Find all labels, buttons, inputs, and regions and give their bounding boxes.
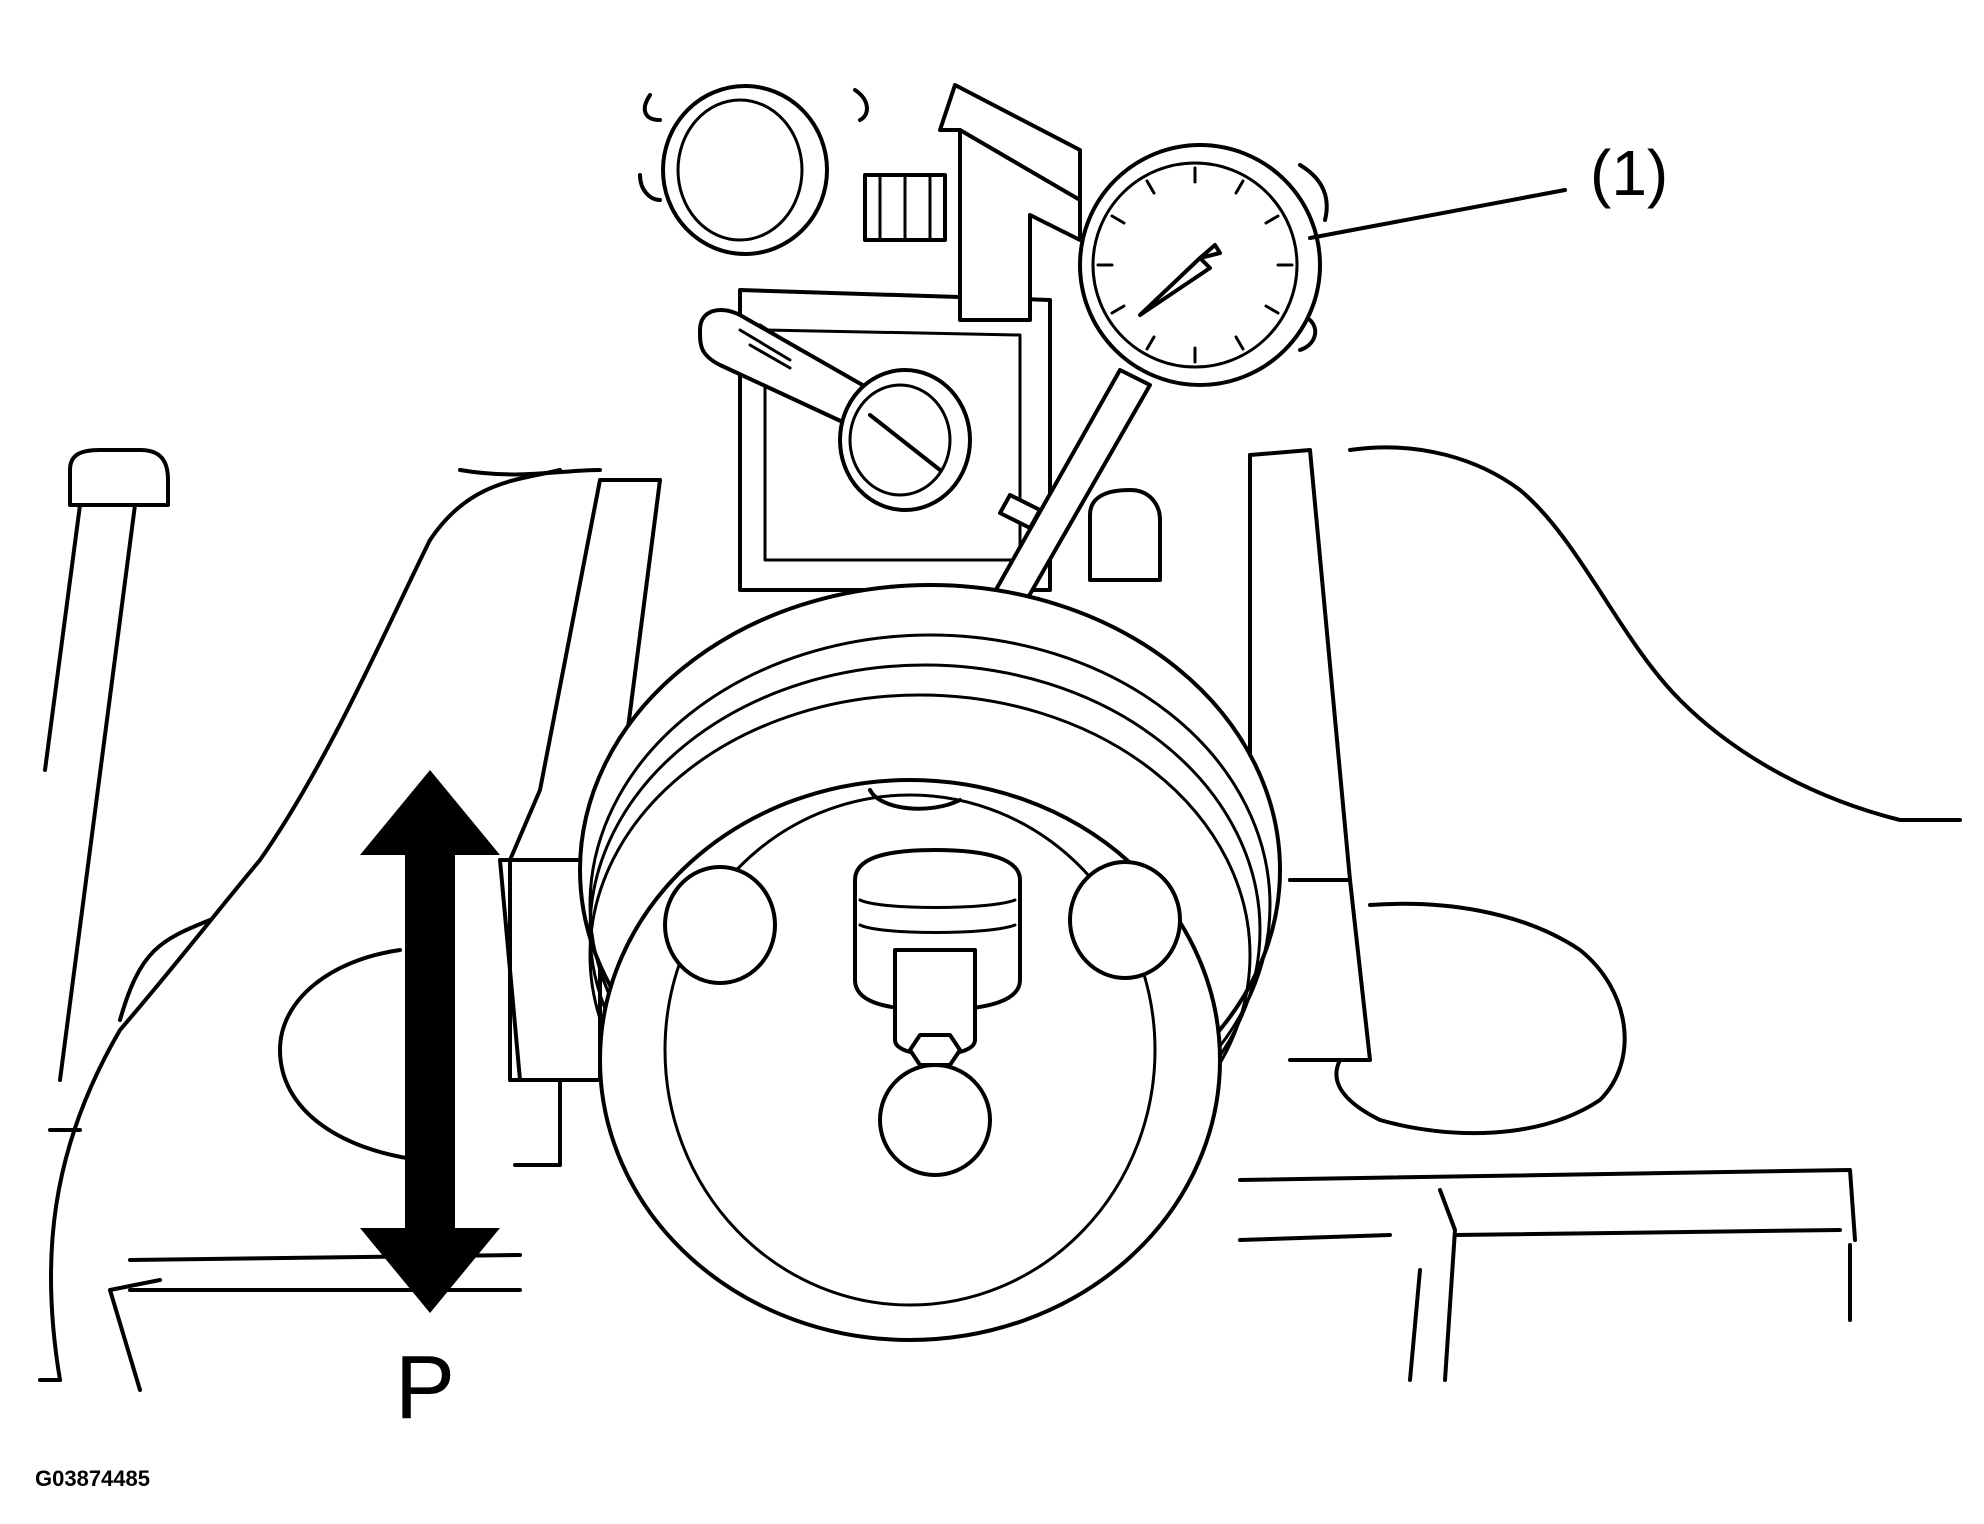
arrow-label: P	[395, 1338, 455, 1438]
callout-1: (1)	[1308, 137, 1668, 240]
engine-housing	[38, 445, 1962, 1392]
dial-ticks	[1096, 166, 1294, 364]
double-arrow-vertical-icon	[360, 770, 500, 1313]
gauge-stand	[638, 83, 1162, 592]
figure-id: G03874485	[35, 1466, 150, 1491]
pulley	[578, 583, 1282, 1342]
callout-1-label: (1)	[1590, 137, 1668, 209]
